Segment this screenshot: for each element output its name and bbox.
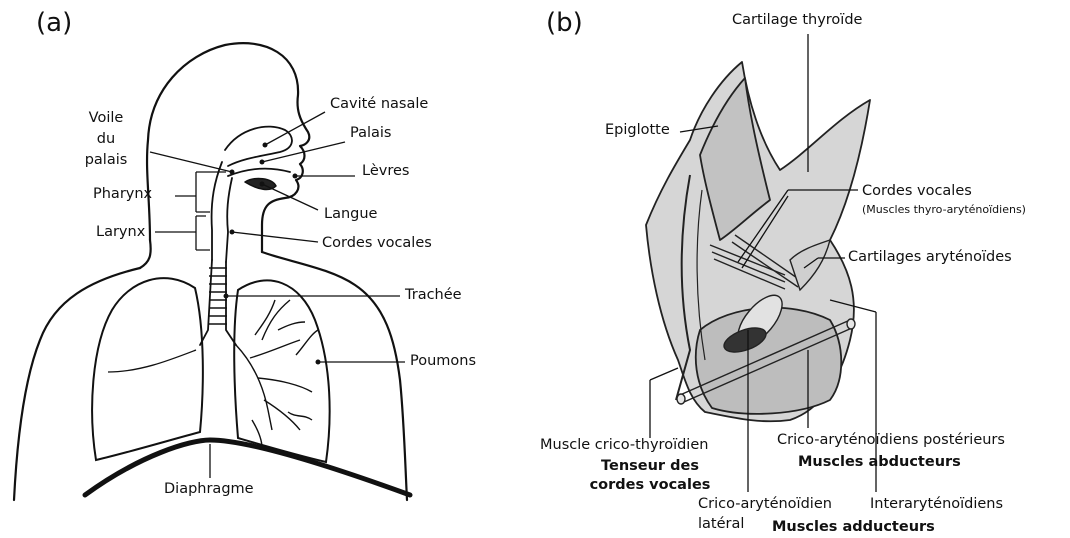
- label-larynx: Larynx: [96, 224, 145, 241]
- label-interarytenoidiens: Interaryténoïdiens: [870, 496, 1003, 513]
- label-voile-line1: Voile: [82, 110, 130, 127]
- label-poumons: Poumons: [410, 353, 476, 370]
- label-cordes-vocales-sub: (Muscles thyro-aryténoïdiens): [862, 203, 1026, 216]
- label-cartilages-arytenoides: Cartilages aryténoïdes: [848, 249, 1012, 266]
- label-crico-lateral-line1: Crico-aryténoïdien: [698, 496, 832, 513]
- label-palais: Palais: [350, 125, 391, 142]
- label-muscles-abducteurs: Muscles abducteurs: [798, 454, 961, 471]
- label-muscles-adducteurs: Muscles adducteurs: [772, 519, 935, 536]
- label-muscle-crico-thyroidien: Muscle crico-thyroïdien: [540, 437, 708, 454]
- label-cavite-nasale: Cavité nasale: [330, 96, 428, 113]
- label-cordes-vocales-a: Cordes vocales: [322, 235, 432, 252]
- label-cartilage-thyroide: Cartilage thyroïde: [732, 12, 862, 29]
- label-voile-line2: du: [82, 131, 130, 148]
- label-trachee: Trachée: [405, 287, 462, 304]
- panel-label-b: (b): [546, 8, 583, 38]
- label-crico-lateral-line2: latéral: [698, 516, 744, 533]
- panel-label-a: (a): [36, 8, 72, 38]
- label-cordes-vocales-b: Cordes vocales: [862, 183, 972, 200]
- label-langue: Langue: [324, 206, 377, 223]
- label-levres: Lèvres: [362, 163, 409, 180]
- label-voile-line3: palais: [82, 152, 130, 169]
- label-tenseur-line2: cordes vocales: [580, 477, 720, 494]
- larynx-illustration: [646, 62, 870, 421]
- torso-outline: [14, 268, 140, 500]
- label-crico-posterieurs: Crico-aryténoïdiens postérieurs: [777, 432, 1005, 449]
- label-epiglotte: Epiglotte: [605, 122, 670, 139]
- label-pharynx: Pharynx: [93, 186, 152, 203]
- label-diaphragme: Diaphragme: [164, 481, 254, 498]
- label-tenseur-line1: Tenseur des: [580, 458, 720, 475]
- left-lung: [92, 278, 203, 460]
